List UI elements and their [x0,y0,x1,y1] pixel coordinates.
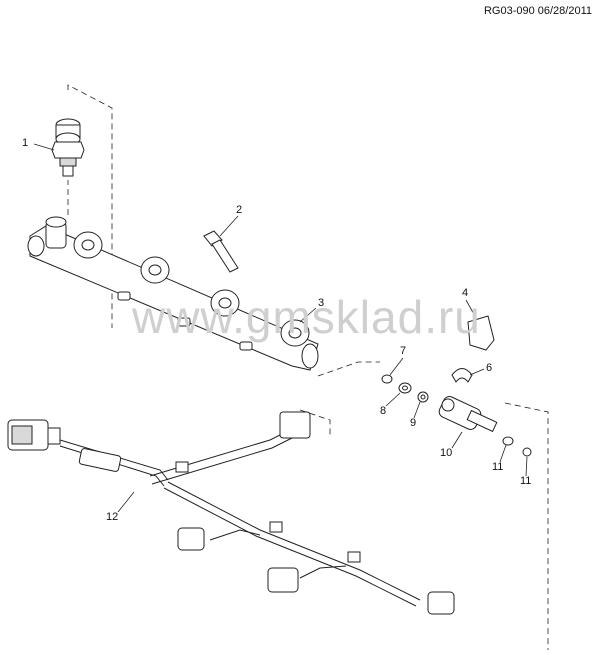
callout-2: 2 [236,204,243,216]
rail-injector-pods [73,231,310,347]
diagram-reference-code: RG03-090 06/28/2011 [483,5,592,17]
seals [381,374,532,457]
callout-3: 3 [318,297,325,309]
callout-11-a: 11 [492,461,504,473]
wiring-harness [7,411,455,615]
fuel-rail-bolt [203,230,239,273]
callout-1: 1 [22,137,29,149]
callout-11-b: 11 [520,475,532,487]
callout-10: 10 [440,447,453,459]
callout-leaders [33,143,528,513]
callout-8: 8 [380,405,387,417]
callout-4: 4 [462,287,469,299]
callout-9: 9 [410,417,417,429]
fuel-injector [438,396,498,433]
fuel-rail [27,216,319,371]
dashed-guide-lines [67,84,549,650]
callout-7: 7 [400,345,407,357]
callout-6: 6 [486,362,493,374]
injector-clip [451,315,495,383]
callout-12: 12 [106,511,119,523]
pressure-sensor [51,118,85,177]
